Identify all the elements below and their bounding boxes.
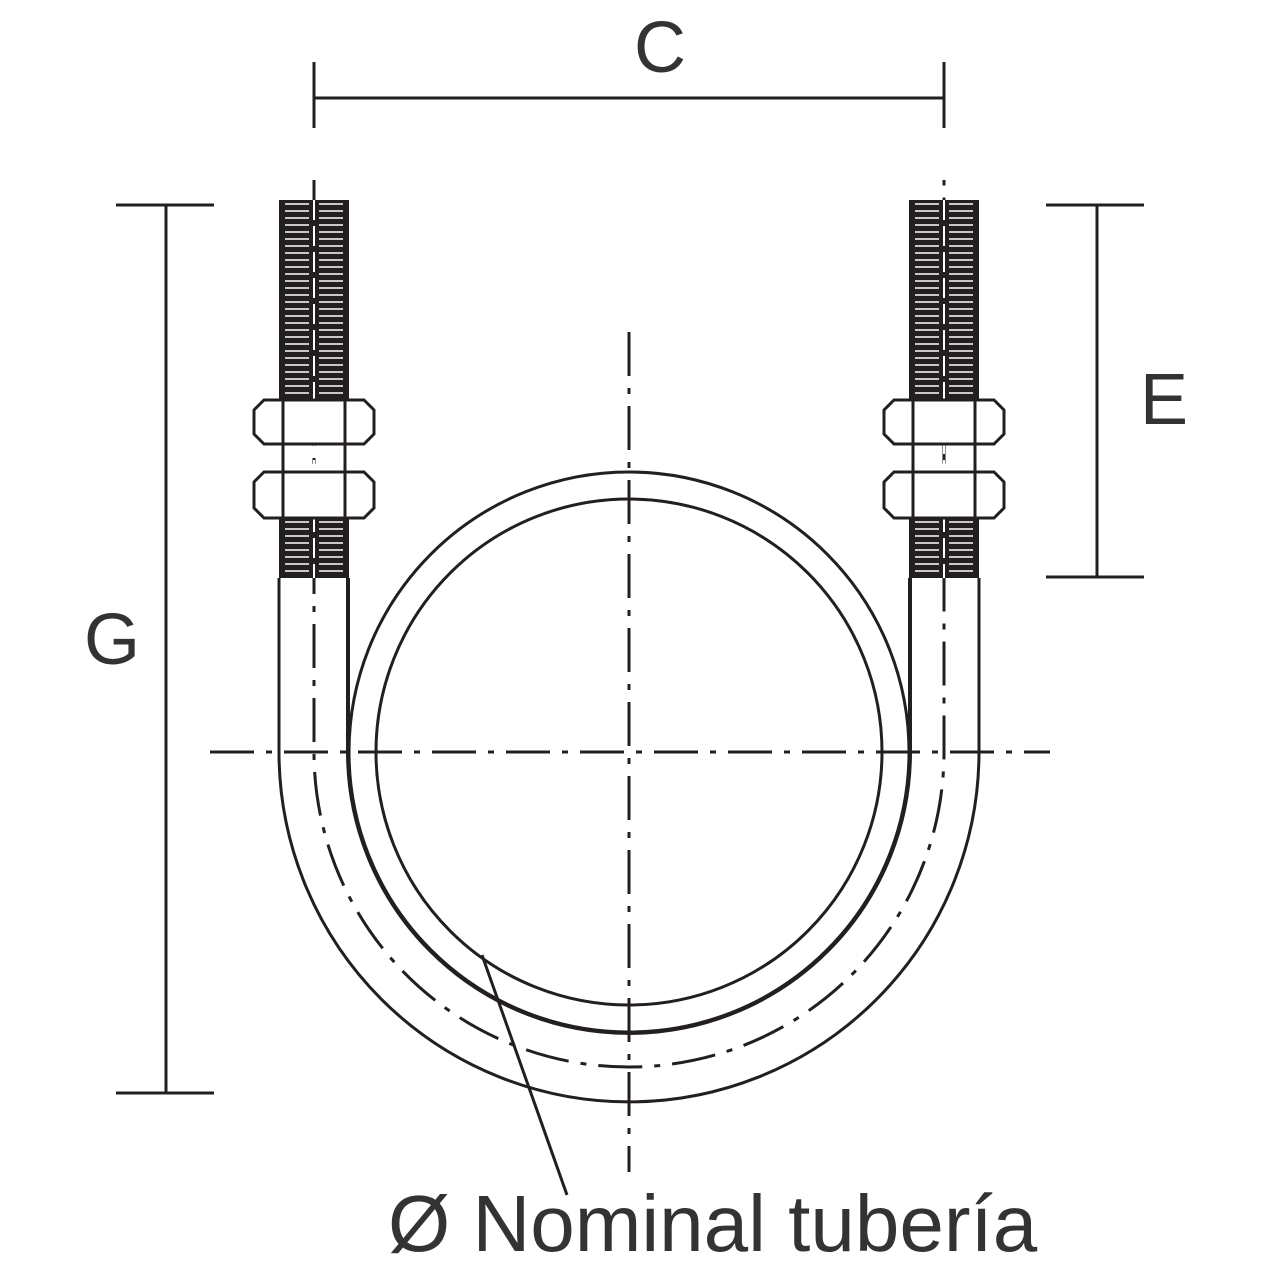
left-nut-upper [252, 398, 376, 446]
u-bolt-axis-line [312, 180, 946, 1069]
dimension-g [116, 203, 214, 1095]
left-nut-lower [252, 470, 376, 520]
nominal-diameter-leader [480, 954, 569, 1196]
u-bolt-outer-edge [277, 578, 981, 1104]
dimension-c-label: C [634, 8, 686, 88]
right-nuts [882, 398, 1006, 520]
dimension-e-label: E [1140, 360, 1189, 440]
left-threaded-leg [279, 200, 349, 578]
right-nut-upper [882, 398, 1006, 446]
left-nuts [252, 398, 376, 520]
dimension-e [1046, 203, 1144, 579]
left-thread-marks [285, 203, 343, 572]
nominal-diameter-label: Ø Nominal tubería [388, 1179, 1038, 1268]
right-threaded-leg [909, 200, 979, 578]
dimension-g-label: G [84, 600, 141, 680]
right-nut-lower [882, 470, 1006, 520]
center-lines [210, 332, 1050, 1172]
u-bolt-body [277, 180, 981, 1104]
dimension-c [312, 62, 946, 128]
u-bolt-inner-edge [346, 578, 912, 1035]
pipe-inner-circle [374, 497, 884, 1007]
right-thread-marks [915, 203, 973, 572]
